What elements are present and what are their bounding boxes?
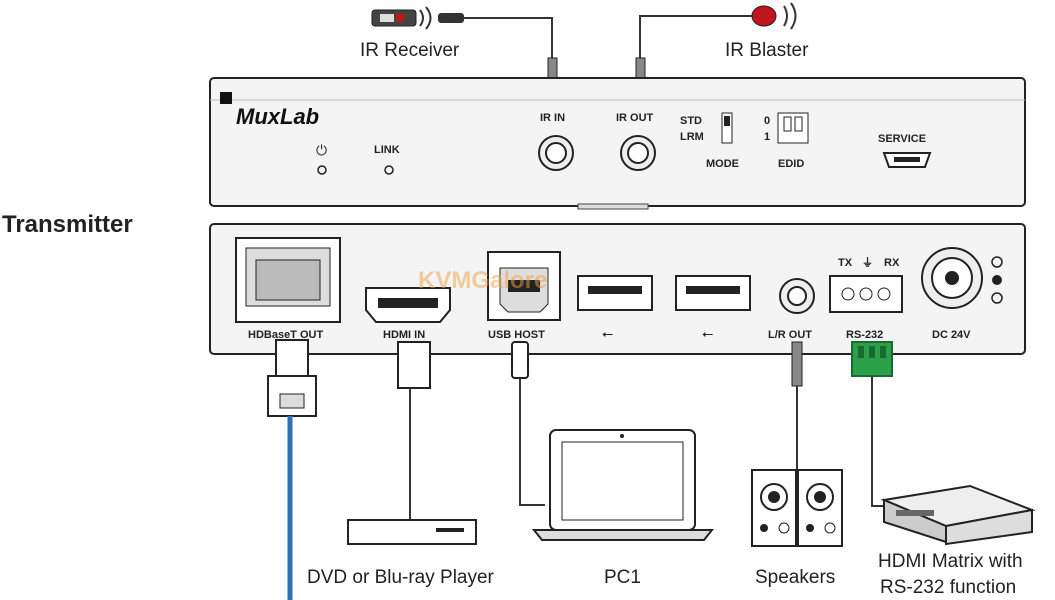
link-label: LINK bbox=[374, 144, 400, 156]
usb-symbol-icon-2: ⭠ bbox=[702, 325, 713, 341]
mode-switch bbox=[721, 112, 733, 144]
ir-receiver-device bbox=[371, 6, 558, 81]
polarity-icon bbox=[991, 256, 1003, 268]
edid-0-label: 0 bbox=[764, 115, 770, 127]
hdmi-matrix-label-line2: RS-232 function bbox=[880, 577, 1016, 598]
front-panel: MuxLab ⏻ LINK IR IN IR OUT STD LRM MODE … bbox=[209, 77, 1026, 210]
usb-cable bbox=[511, 341, 545, 506]
ir-in-label: IR IN bbox=[540, 112, 565, 124]
edid-label: EDID bbox=[778, 158, 804, 170]
dc-24v-label: DC 24V bbox=[932, 329, 971, 341]
edid-dip-switch bbox=[777, 112, 809, 144]
rx-label: RX bbox=[884, 257, 900, 269]
speakers-label: Speakers bbox=[755, 567, 835, 588]
std-label: STD bbox=[680, 115, 702, 127]
dvd-player-device bbox=[347, 519, 477, 545]
rear-panel: HDBaseT OUT HDMI IN USB HOST ⭠ ⭠ L/R OUT… bbox=[209, 223, 1026, 355]
lrm-label: LRM bbox=[680, 131, 704, 143]
mode-label: MODE bbox=[706, 158, 739, 170]
power-icon: ⏻ bbox=[316, 142, 327, 158]
watermark: KVMGalore bbox=[418, 267, 547, 294]
power-led bbox=[317, 165, 327, 175]
ethernet-cable bbox=[267, 339, 317, 600]
audio-cable bbox=[791, 341, 803, 470]
edid-1-label: 1 bbox=[764, 131, 770, 143]
hdmi-matrix-device bbox=[880, 484, 1036, 546]
transmitter-label: Transmitter bbox=[2, 211, 133, 238]
brand-logo: MuxLab bbox=[236, 104, 319, 129]
hdbaset-out-label: HDBaseT OUT bbox=[248, 329, 323, 341]
usb-symbol-icon-1: ⭠ bbox=[602, 325, 613, 341]
lr-out-label: L/R OUT bbox=[768, 329, 812, 341]
usb-host-label: USB HOST bbox=[488, 329, 545, 341]
dvd-player-label: DVD or Blu-ray Player bbox=[307, 567, 495, 588]
ir-blaster-label: IR Blaster bbox=[725, 40, 809, 61]
pc1-laptop bbox=[531, 429, 715, 541]
ground-icon: ⏚ bbox=[862, 256, 873, 269]
rs232-label: RS-232 bbox=[846, 329, 883, 341]
speakers-device bbox=[751, 469, 843, 547]
hdmi-matrix-label-line1: HDMI Matrix with bbox=[878, 551, 1023, 572]
ir-receiver-label: IR Receiver bbox=[360, 40, 460, 61]
link-led bbox=[384, 165, 394, 175]
hdmi-in-label: HDMI IN bbox=[383, 329, 425, 341]
service-label: SERVICE bbox=[878, 133, 926, 145]
tx-label: TX bbox=[838, 257, 853, 269]
hdmi-cable bbox=[397, 341, 431, 520]
ir-out-label: IR OUT bbox=[616, 112, 654, 124]
pc1-label: PC1 bbox=[604, 567, 641, 588]
rs232-cable bbox=[851, 341, 893, 507]
